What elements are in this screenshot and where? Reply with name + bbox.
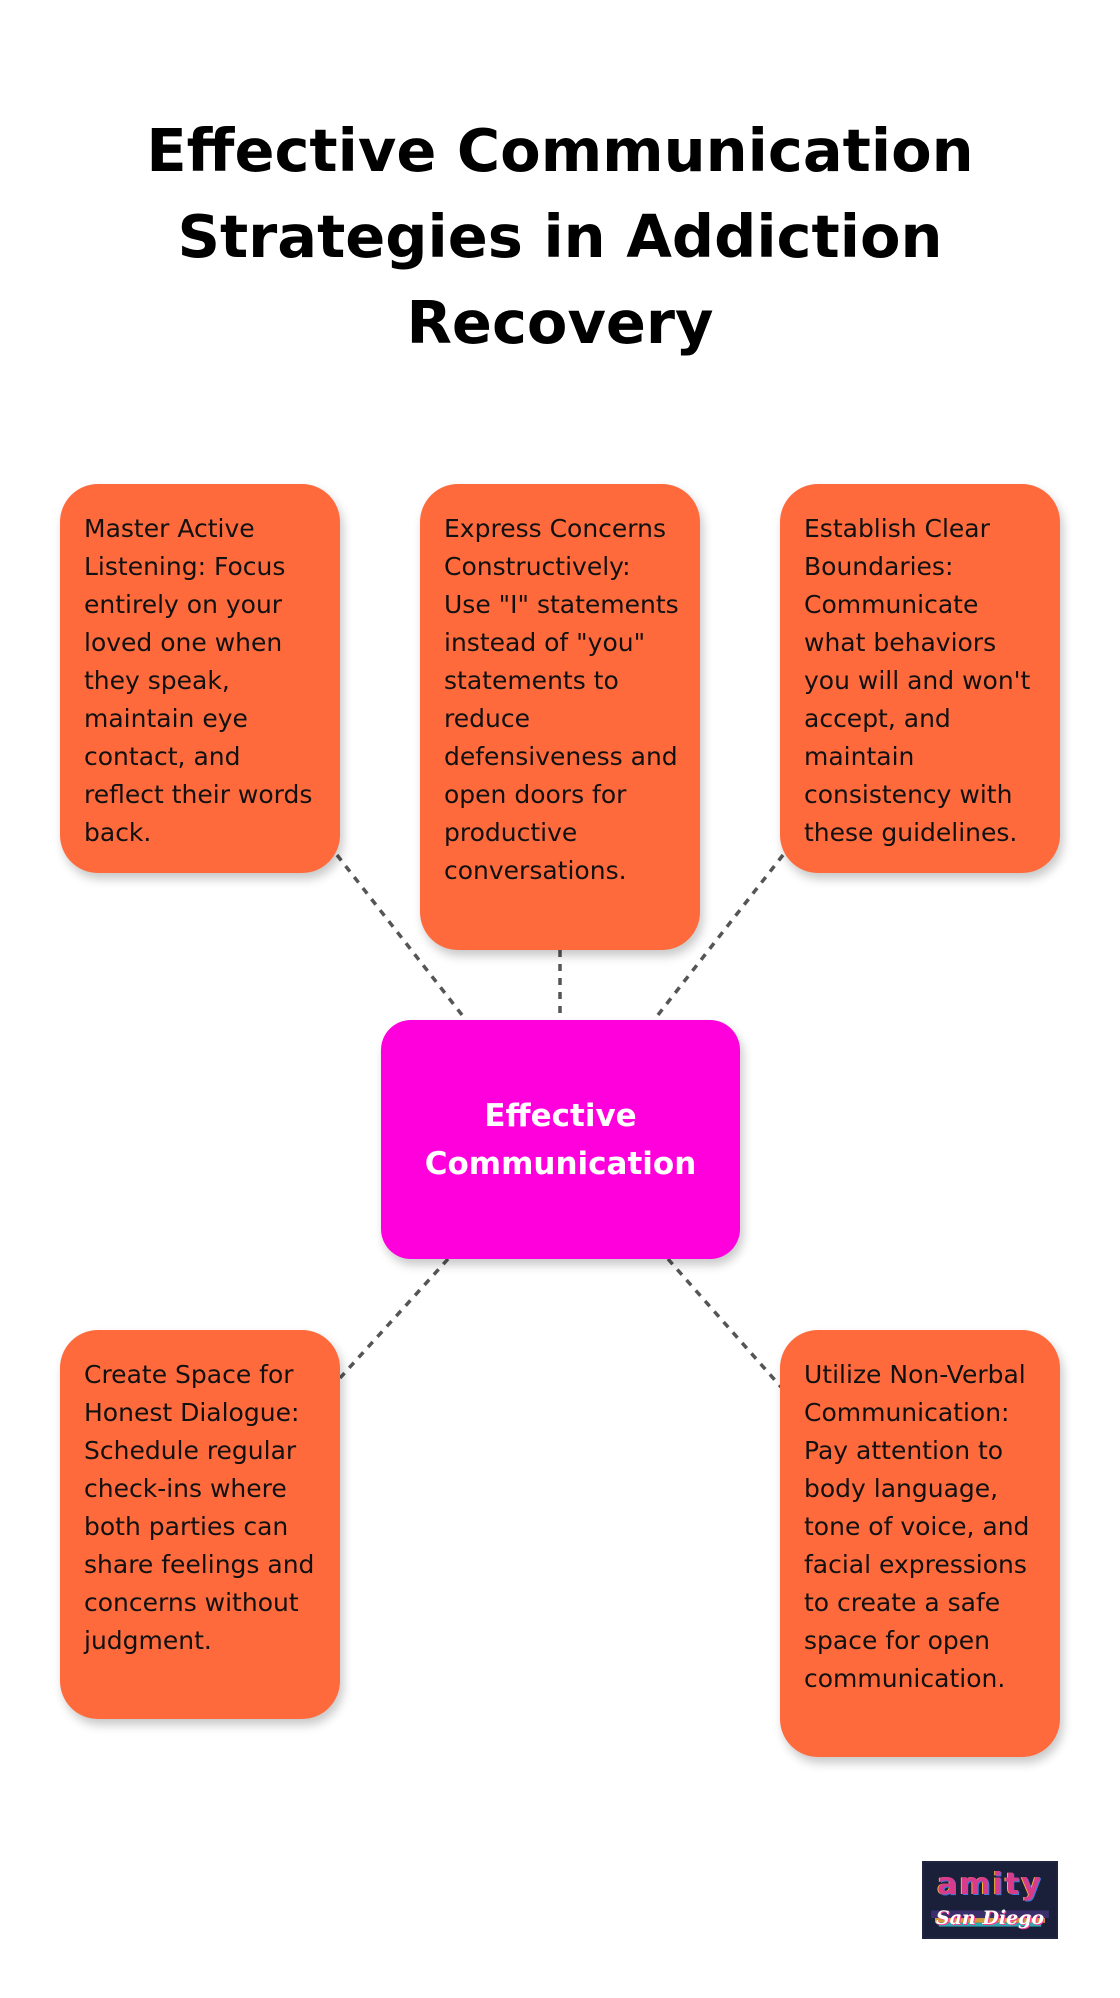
node-express-concerns-text: Express Concerns Constructively: Use "I"… bbox=[444, 514, 679, 885]
center-node-label: Effective Communication bbox=[424, 1097, 697, 1182]
node-active-listening-text: Master Active Listening: Focus entirely … bbox=[84, 514, 313, 847]
amity-logo: amity San Diego bbox=[922, 1861, 1058, 1939]
connector-honest-dialogue bbox=[338, 1257, 450, 1380]
logo-wordmark: amity bbox=[937, 1867, 1043, 1902]
node-non-verbal-text: Utilize Non-Verbal Communication: Pay at… bbox=[804, 1360, 1030, 1693]
logo-graphic-icon bbox=[925, 1863, 1055, 1937]
node-clear-boundaries: Establish Clear Boundaries: Communicate … bbox=[780, 484, 1060, 873]
logo-subtitle: San Diego bbox=[935, 1907, 1045, 1929]
node-clear-boundaries-text: Establish Clear Boundaries: Communicate … bbox=[804, 514, 1031, 847]
node-active-listening: Master Active Listening: Focus entirely … bbox=[60, 484, 340, 873]
node-honest-dialogue-text: Create Space for Honest Dialogue: Schedu… bbox=[84, 1360, 315, 1655]
connector-active-listening bbox=[335, 853, 468, 1022]
node-express-concerns: Express Concerns Constructively: Use "I"… bbox=[420, 484, 700, 950]
center-node: Effective Communication bbox=[381, 1020, 740, 1259]
connector-non-verbal bbox=[666, 1257, 783, 1389]
diagram-title: Effective Communication Strategies in Ad… bbox=[146, 116, 974, 357]
node-non-verbal: Utilize Non-Verbal Communication: Pay at… bbox=[780, 1330, 1060, 1757]
connector-clear-boundaries bbox=[652, 853, 785, 1022]
node-honest-dialogue: Create Space for Honest Dialogue: Schedu… bbox=[60, 1330, 340, 1719]
